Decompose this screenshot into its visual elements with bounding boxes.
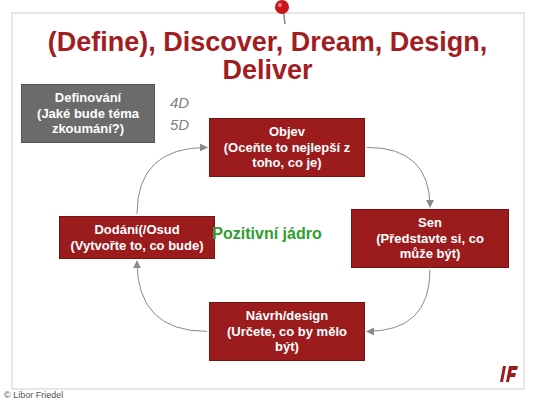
box-heading: Objev: [217, 124, 357, 140]
box-description: (Vytvořte to, co bude): [67, 238, 207, 254]
box-heading: Sen: [359, 215, 501, 231]
cycle-arrow: [367, 147, 430, 207]
box-heading: Definování: [29, 90, 147, 106]
box-description: (Oceňte to nejlepší z toho, co je): [217, 140, 357, 171]
logo-icon: [500, 366, 518, 382]
cycle-arrow: [137, 261, 207, 331]
model-4d: 4D: [170, 95, 189, 112]
model-5d: 5D: [170, 117, 189, 134]
design-box: Návrh/design(Určete, co by mělo být): [209, 302, 365, 361]
box-heading: Dodání(/Osud: [67, 222, 207, 238]
copyright: © Libor Friedel: [4, 391, 63, 401]
cycle-arrow: [367, 270, 430, 332]
pushpin-shine: [278, 3, 282, 7]
slide-title: (Define), Discover, Dream, Design, Deliv…: [25, 28, 510, 85]
cycle-arrow: [137, 147, 207, 214]
discover-box: Objev(Oceňte to nejlepší z toho, co je): [209, 118, 365, 177]
box-heading: Návrh/design: [217, 308, 357, 324]
pushpin: [275, 0, 289, 14]
define-box: Definování(Jaké bude téma zkoumání?): [21, 84, 155, 143]
box-description: (Určete, co by mělo být): [217, 324, 357, 355]
core-label: Pozitivní jádro: [212, 225, 322, 243]
dream-box: Sen(Představte si, co může být): [351, 209, 509, 268]
box-description: (Představte si, co může být): [359, 231, 501, 262]
box-description: (Jaké bude téma zkoumání?): [29, 106, 147, 137]
deliver-box: Dodání(/Osud(Vytvořte to, co bude): [59, 216, 215, 259]
slide-frame: [12, 13, 524, 389]
